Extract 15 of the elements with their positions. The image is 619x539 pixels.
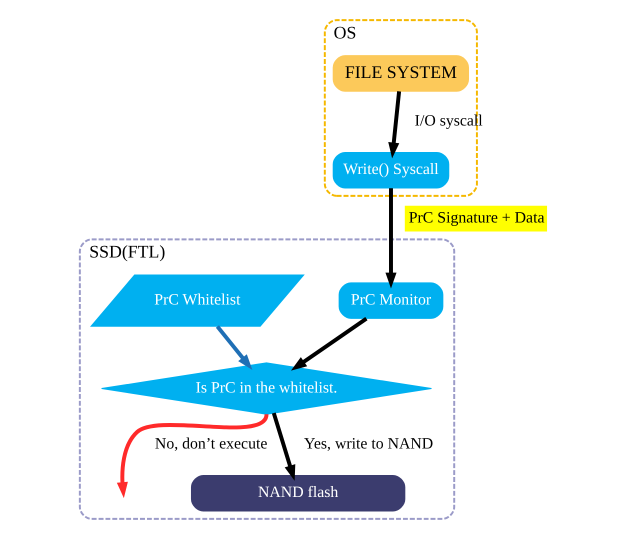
node-diamond: Is PrC in the whitelist. bbox=[101, 362, 432, 415]
node-box: Write() Syscall bbox=[332, 152, 450, 188]
arrow bbox=[388, 91, 402, 158]
edge-label: I/O syscall bbox=[414, 112, 483, 130]
arrow bbox=[290, 316, 368, 371]
arrow bbox=[385, 188, 397, 288]
node-box: NAND flash bbox=[190, 474, 406, 512]
node-box: FILE SYSTEM bbox=[332, 55, 470, 92]
edge-label: PrC Signature + Data bbox=[408, 209, 544, 226]
arrow bbox=[272, 412, 296, 481]
edge-label: No, don’t execute bbox=[154, 436, 268, 453]
edge-label: Yes, write to NAND bbox=[304, 436, 434, 453]
node-box: PrC Monitor bbox=[338, 282, 444, 319]
arrow bbox=[216, 325, 252, 370]
arrow bbox=[116, 414, 268, 498]
